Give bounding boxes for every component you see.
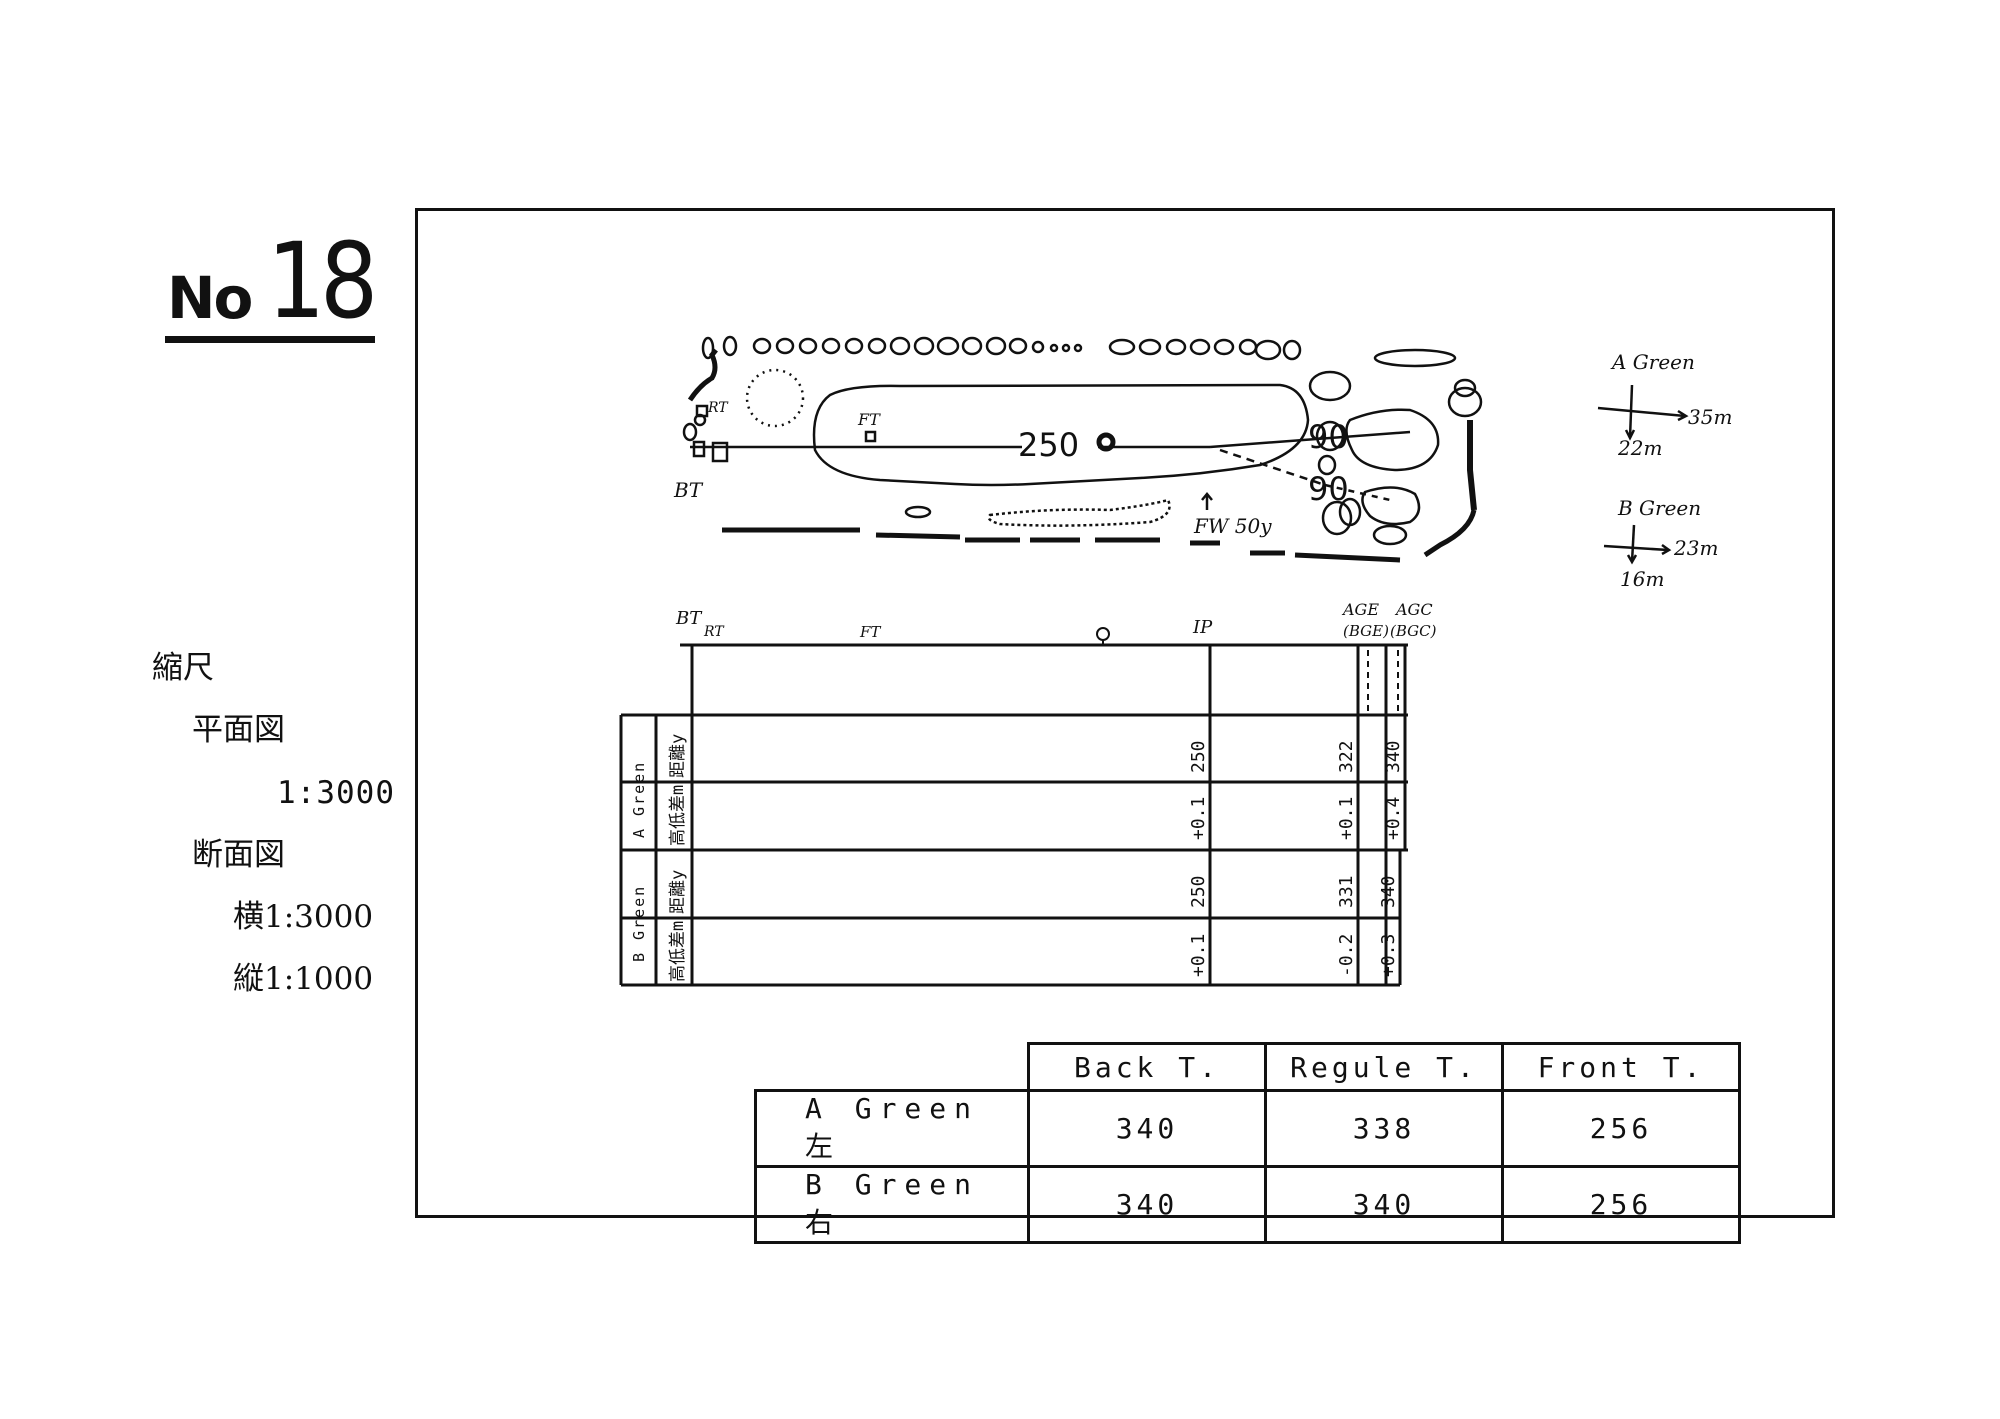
plan-distance-250: 250 (1018, 426, 1080, 464)
green-b-width: 23m (1674, 536, 1719, 560)
plan-rt-label: RT (708, 400, 728, 416)
profile-b-green-group: B Green (630, 884, 648, 962)
a-green-front-tee: 256 (1501, 1089, 1741, 1168)
a-green-back-tee: 340 (1027, 1089, 1267, 1168)
hole-number-value: 18 (267, 220, 378, 342)
section-scale-label: 断面図 (192, 837, 285, 873)
a-distance-ip: 250 (1188, 740, 1209, 773)
profile-b-elevation-label: 高低差m (668, 920, 688, 982)
b-distance-center: 340 (1378, 875, 1399, 908)
b-green-front-tee: 256 (1501, 1165, 1741, 1244)
section-horizontal-scale: 横1:3000 (233, 899, 374, 935)
hole-prefix: No (167, 264, 253, 332)
green-b-depth: 16m (1620, 567, 1665, 591)
yardage-corner (755, 1043, 1030, 1092)
plan-bt-label: BT (674, 478, 703, 502)
header-regular-tee: Regule T. (1264, 1042, 1504, 1092)
plan-fairway-width-label: FW 50y (1194, 514, 1272, 538)
profile-ip-label: IP (1193, 617, 1213, 638)
b-distance-ip: 250 (1188, 875, 1209, 908)
profile-a-green-group: A Green (630, 760, 648, 838)
green-dimension-arrows (1597, 384, 1689, 565)
row-label-b-green: B Green 右 (754, 1165, 1030, 1244)
plan-ft-label: FT (858, 410, 880, 429)
a-elevation-front: +0.1 (1336, 796, 1357, 840)
hole-number: No 18 (165, 218, 378, 343)
green-a-width: 35m (1688, 405, 1733, 429)
plan-distance-90-b: 90 (1308, 470, 1349, 508)
a-elevation-ip: +0.1 (1188, 796, 1209, 840)
table-row: B Green 右 340 340 256 (754, 1165, 1741, 1244)
profile-a-distance-label: 距離y (668, 733, 688, 778)
green-b-dimension-title: B Green (1618, 496, 1702, 520)
front-tee-marker (864, 430, 877, 443)
tree-line-top (701, 335, 1457, 368)
green-a-outline (1345, 408, 1440, 472)
plan-scale-ratio: 1:3000 (277, 775, 395, 811)
tree-line-bottom (722, 527, 1401, 563)
header-front-tee: Front T. (1501, 1042, 1741, 1092)
a-green-regular-tee: 338 (1264, 1089, 1504, 1168)
profile-bt-label: BT (676, 608, 702, 629)
profile-agc-label: AGC (1396, 600, 1433, 619)
b-elevation-ip: +0.1 (1188, 933, 1209, 977)
row-label-a-green: A Green 左 (754, 1089, 1030, 1168)
profile-a-elevation-label: 高低差m (668, 784, 688, 846)
regular-tee-marker (695, 404, 709, 418)
profile-rt-label: RT (704, 624, 724, 640)
profile-bge-label: (BGE) (1343, 622, 1389, 640)
a-elevation-center: +0.4 (1383, 796, 1404, 840)
profile-age-label: AGE (1343, 600, 1380, 619)
plan-scale-label: 平面図 (192, 712, 285, 748)
fairway-outline (812, 383, 1310, 487)
section-vertical-scale: 縦1:1000 (233, 961, 374, 997)
b-green-regular-tee: 340 (1264, 1165, 1504, 1244)
green-b-outline (1361, 486, 1421, 526)
scale-heading: 縮尺 (152, 650, 214, 686)
a-distance-front: 322 (1336, 740, 1357, 773)
yardage-header-row: Back T. Regule T. Front T. (755, 1042, 1741, 1092)
profile-ft-label: FT (860, 623, 881, 641)
profile-b-distance-label: 距離y (668, 869, 688, 914)
back-tee-marker (711, 441, 729, 463)
a-distance-center: 340 (1383, 740, 1404, 773)
yardage-table: Back T. Regule T. Front T. A Green 左 340… (754, 1042, 1741, 1244)
header-back-tee: Back T. (1027, 1042, 1267, 1092)
green-a-dimension-title: A Green (1612, 350, 1695, 374)
b-elevation-front: -0.2 (1336, 933, 1357, 977)
plan-distance-90-a: 90 (1308, 418, 1349, 456)
b-distance-front: 331 (1336, 875, 1357, 908)
b-elevation-center: +0.3 (1378, 933, 1399, 977)
profile-bgc-label: (BGC) (1390, 622, 1437, 640)
b-green-back-tee: 340 (1027, 1165, 1267, 1244)
green-a-depth: 22m (1618, 436, 1663, 460)
table-row: A Green 左 340 338 256 (754, 1089, 1741, 1168)
